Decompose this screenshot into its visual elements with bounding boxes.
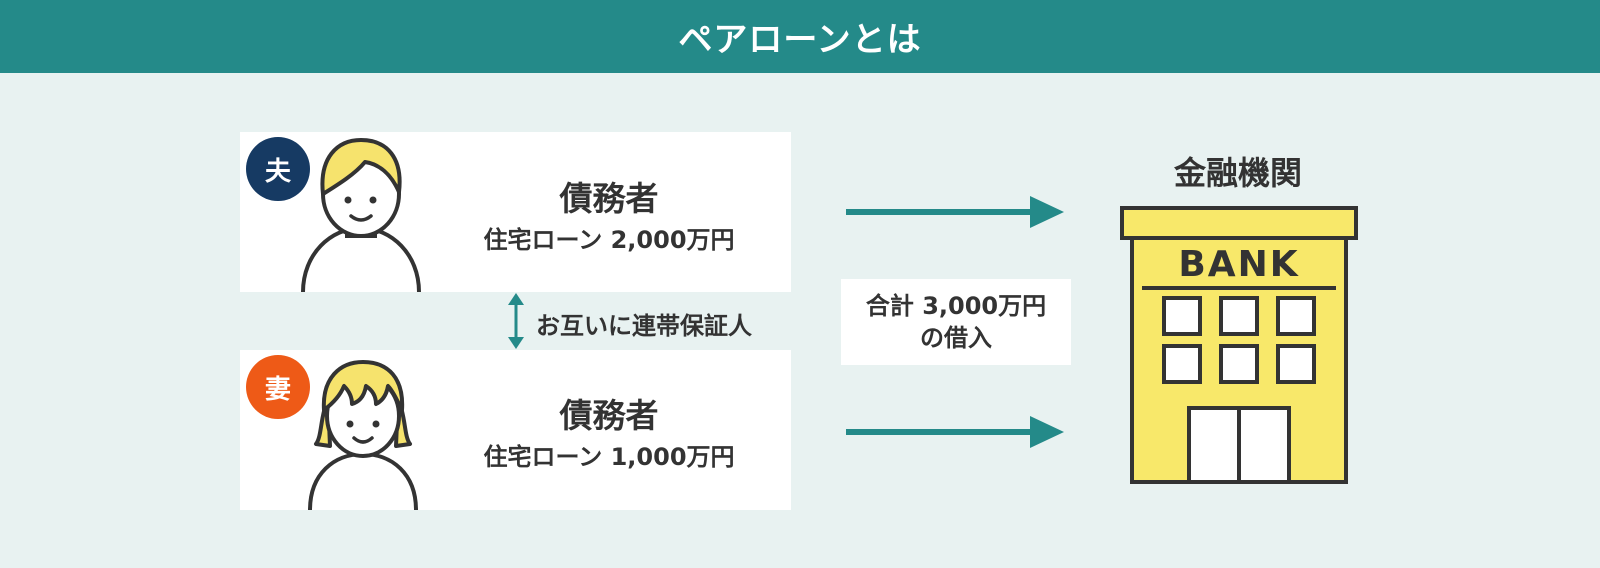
wife-badge: 妻 <box>246 355 310 419</box>
page-header: ペアローンとは <box>0 0 1600 73</box>
wife-figure-icon <box>308 360 418 510</box>
wife-loan: 住宅ローン 1,000万円 <box>483 443 735 471</box>
double-arrow-icon <box>508 293 524 349</box>
total-suffix: の借入 <box>920 324 992 352</box>
wife-badge-label: 妻 <box>264 374 291 405</box>
mutual-guarantee-label: お互いに連帯保証人 <box>536 312 752 340</box>
wife-role: 債務者 <box>559 396 659 435</box>
husband-badge: 夫 <box>246 137 310 201</box>
husband-to-bank-arrow-icon <box>846 196 1064 228</box>
wife-to-bank-arrow-icon <box>846 416 1064 448</box>
husband-figure-icon <box>301 138 421 292</box>
bank-sign: BANK <box>1178 244 1299 285</box>
husband-badge-label: 夫 <box>264 156 291 187</box>
page-title: ペアローンとは <box>678 20 922 60</box>
total-borrowing-box: 合計 3,000万円 の借入 <box>841 279 1071 365</box>
total-amount: 合計 3,000万円 <box>865 292 1047 320</box>
husband-loan: 住宅ローン 2,000万円 <box>483 226 735 254</box>
husband-role: 債務者 <box>559 179 659 218</box>
bank-title: 金融機関 <box>1173 154 1302 192</box>
bank-building-icon: BANK <box>1120 206 1358 484</box>
